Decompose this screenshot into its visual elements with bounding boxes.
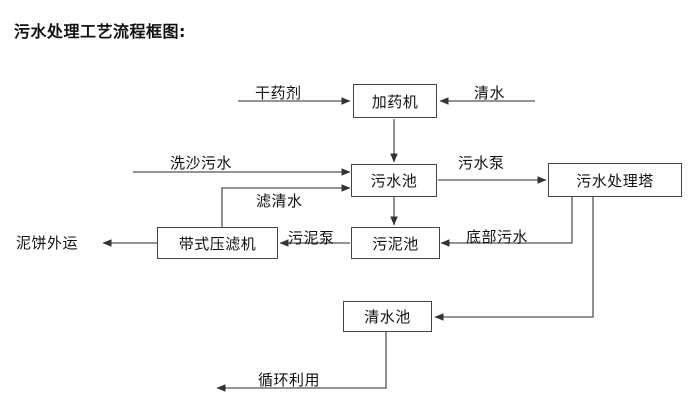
edge-label-sewage-pump: 污水泵 [458, 154, 505, 172]
node-sewage-treatment-tower[interactable]: 污水处理塔 [548, 163, 682, 197]
terminal-label-sand-wash-sewage: 洗沙污水 [170, 154, 233, 172]
edge-label-sludge-pump: 污泥泵 [288, 229, 335, 247]
edge-belt-filter-press-to-sewage-pond [221, 184, 351, 228]
edge-label-filtered-water: 滤清水 [256, 192, 303, 210]
node-clean-water-pond[interactable]: 清水池 [343, 301, 432, 332]
page-title: 污水处理工艺流程框图: [14, 22, 186, 41]
terminal-label-clean-water-in: 清水 [474, 84, 506, 102]
terminal-label-dry-agent: 干药剂 [255, 84, 302, 102]
terminal-label-mud-cake-out: 泥饼外运 [16, 234, 79, 252]
edge-treatment-tower-to-sludge-pond [440, 197, 573, 247]
edge-label-bottom-sewage: 底部污水 [466, 228, 529, 246]
node-sewage-pond[interactable]: 污水池 [351, 164, 437, 197]
node-belt-filter-press[interactable]: 带式压滤机 [157, 227, 278, 259]
node-dosing-machine[interactable]: 加药机 [353, 84, 437, 118]
edge-clean-water-pond-to-recycle [216, 332, 387, 392]
edge-label-recycle-use: 循环利用 [258, 371, 321, 389]
edge-treatment-tower-to-clean-water-pond [434, 197, 594, 321]
node-sludge-pond[interactable]: 污泥池 [351, 227, 440, 259]
